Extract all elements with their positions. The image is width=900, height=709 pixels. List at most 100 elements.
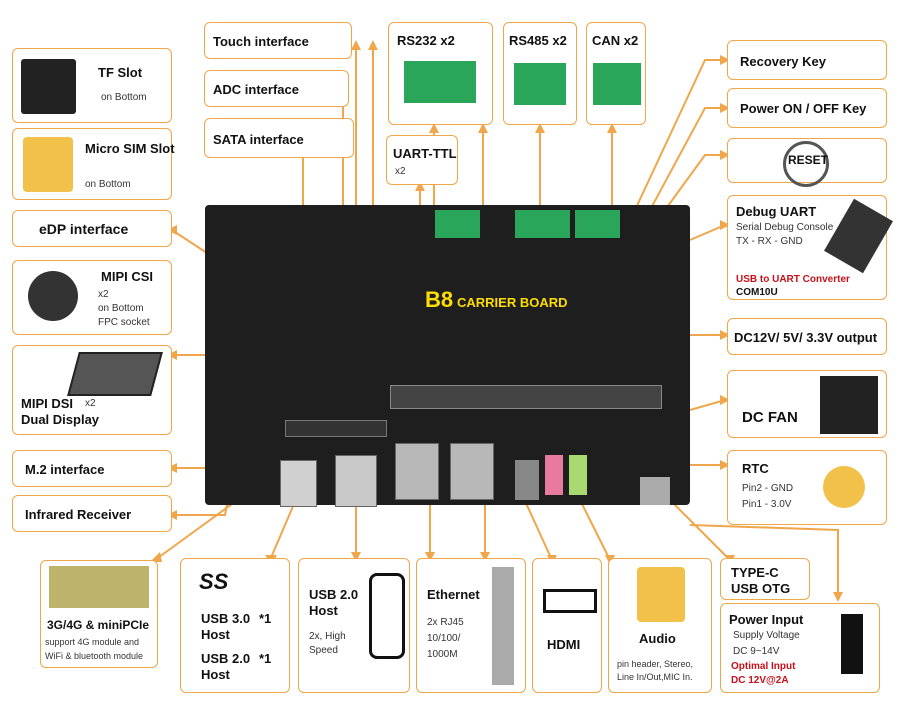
tf-slot-box: TF Slot on Bottom <box>12 48 172 123</box>
rs485-terminal <box>515 210 570 238</box>
rtc-box: RTC Pin2 - GND Pin1 - 3.0V <box>727 450 887 525</box>
ethernet-box: Ethernet 2x RJ45 10/100/ 1000M <box>416 558 526 693</box>
edp-box: eDP interface <box>12 210 172 247</box>
infrared-box: Infrared Receiver <box>12 495 172 532</box>
sim-card-image <box>23 137 73 192</box>
usb2-host-count: 2x, High <box>309 631 346 642</box>
usb-host-box: SS USB 3.0 *1 Host USB 2.0 *1 Host <box>180 558 290 693</box>
sim-slot-note: on Bottom <box>85 179 131 190</box>
modem-note-2: WiFi & bluetooth module <box>45 651 144 661</box>
usb2-count: *1 <box>259 651 272 666</box>
touch-interface-label: Touch interface <box>213 34 309 49</box>
modem-box: 3G/4G & miniPCIe support 4G module and W… <box>40 560 158 668</box>
mipi-dsi-dual: Dual Display <box>21 412 100 427</box>
usb2-port <box>335 455 377 507</box>
mipi-csi-count: x2 <box>98 289 109 300</box>
hdmi-box: HDMI <box>532 558 602 693</box>
tf-slot-note: on Bottom <box>101 92 147 103</box>
usb2-host-host: Host <box>309 603 338 618</box>
recovery-key-label: Recovery Key <box>740 54 826 69</box>
touch-interface-box: Touch interface <box>204 22 352 59</box>
power-jack <box>640 477 670 505</box>
power-plug-icon <box>841 614 863 674</box>
usb-uart-converter: USB to UART Converter <box>736 274 850 285</box>
rs232-box: RS232 x2 <box>388 22 493 125</box>
power-input-box: Power Input Supply Voltage DC 9~14V Opti… <box>720 603 880 693</box>
ethernet-cable-icon <box>492 567 514 685</box>
debug-uart-box: Debug UART Serial Debug Console TX - RX … <box>727 195 893 300</box>
audio-note-2: Line In/Out,MIC In. <box>617 672 693 682</box>
rs485-label: RS485 x2 <box>509 33 567 48</box>
uart-ttl-count: x2 <box>395 166 406 177</box>
rs232-connector-image <box>404 61 476 103</box>
power-key-box: Power ON / OFF Key <box>727 88 887 128</box>
power-input-optimal: Optimal Input <box>731 661 796 672</box>
rtc-label: RTC <box>742 461 769 476</box>
uart-ttl-label: UART-TTL <box>393 146 457 161</box>
can-terminal <box>575 210 620 238</box>
ethernet-ports: 2x RJ45 <box>427 617 464 628</box>
adc-interface-box: ADC interface <box>204 70 349 107</box>
mipi-csi-location: on Bottom <box>98 303 144 314</box>
reset-icon <box>783 141 829 187</box>
mipi-dsi-count: x2 <box>85 398 96 409</box>
headphone-icon <box>637 567 685 622</box>
superspeed-logo: SS <box>199 569 229 594</box>
modem-label: 3G/4G & miniPCIe <box>47 618 150 632</box>
usb2-host-title: USB 2.0 <box>309 587 359 602</box>
recovery-key-box: Recovery Key <box>727 40 887 80</box>
display-image <box>67 352 163 396</box>
m2-box: M.2 interface <box>12 450 172 487</box>
dc-output-label: DC12V/ 5V/ 3.3V output <box>734 330 878 345</box>
dc-output-box: DC12V/ 5V/ 3.3V output <box>727 318 887 355</box>
modem-card-image <box>49 566 149 608</box>
typec-label: TYPE-C <box>731 565 779 580</box>
m2-slot <box>285 420 387 437</box>
fan-image <box>820 376 878 434</box>
modem-note-1: support 4G module and <box>45 637 140 647</box>
audio-jack-green <box>569 455 587 495</box>
ethernet-speed-2: 1000M <box>427 649 458 660</box>
can-connector-image <box>593 63 641 105</box>
converter-model: COM10U <box>736 287 778 298</box>
m2-label: M.2 interface <box>25 462 105 477</box>
usb3-count: *1 <box>259 611 272 626</box>
debug-uart-desc: Serial Debug Console <box>736 222 834 233</box>
sim-slot-box: Micro SIM Slot on Bottom <box>12 128 175 200</box>
sata-interface-label: SATA interface <box>213 132 304 147</box>
ethernet-label: Ethernet <box>427 587 480 602</box>
usb2-host-speed: Speed <box>309 645 338 656</box>
mipi-csi-socket: FPC socket <box>98 317 150 328</box>
ethernet-port-2 <box>450 443 494 500</box>
rs232-label: RS232 x2 <box>397 33 455 48</box>
rs485-box: RS485 x2 <box>503 22 577 125</box>
debug-uart-label: Debug UART <box>736 204 817 219</box>
som-slot <box>390 385 662 409</box>
board-name: B8 <box>425 287 454 312</box>
ethernet-port-1 <box>395 443 439 500</box>
tf-slot-label: TF Slot <box>98 65 143 80</box>
can-label: CAN x2 <box>592 33 639 48</box>
usb3-port <box>280 460 317 507</box>
infrared-label: Infrared Receiver <box>25 507 132 522</box>
mipi-csi-label: MIPI CSI <box>101 269 154 284</box>
power-key-label: Power ON / OFF Key <box>740 101 867 116</box>
audio-label: Audio <box>639 631 676 646</box>
power-input-range: DC 9~14V <box>733 646 780 657</box>
rs485-connector-image <box>514 63 566 105</box>
adc-interface-label: ADC interface <box>213 82 299 97</box>
usb2-host-box: USB 2.0 Host 2x, High Speed <box>298 558 410 693</box>
tf-card-image <box>21 59 76 114</box>
power-input-label: Power Input <box>729 612 804 627</box>
mipi-dsi-label: MIPI DSI <box>21 396 74 411</box>
typec-otg: USB OTG <box>731 581 791 596</box>
rs232-terminal <box>435 210 480 238</box>
usb3-host: Host <box>201 627 230 642</box>
usb-converter-image <box>824 198 893 274</box>
edp-label: eDP interface <box>39 221 129 237</box>
rtc-pin2: Pin2 - GND <box>742 483 794 494</box>
hdmi-port <box>515 460 539 500</box>
mipi-csi-box: MIPI CSI x2 on Bottom FPC socket <box>12 260 172 335</box>
usb2-host: Host <box>201 667 230 682</box>
debug-uart-pins: TX - RX - GND <box>736 236 803 247</box>
